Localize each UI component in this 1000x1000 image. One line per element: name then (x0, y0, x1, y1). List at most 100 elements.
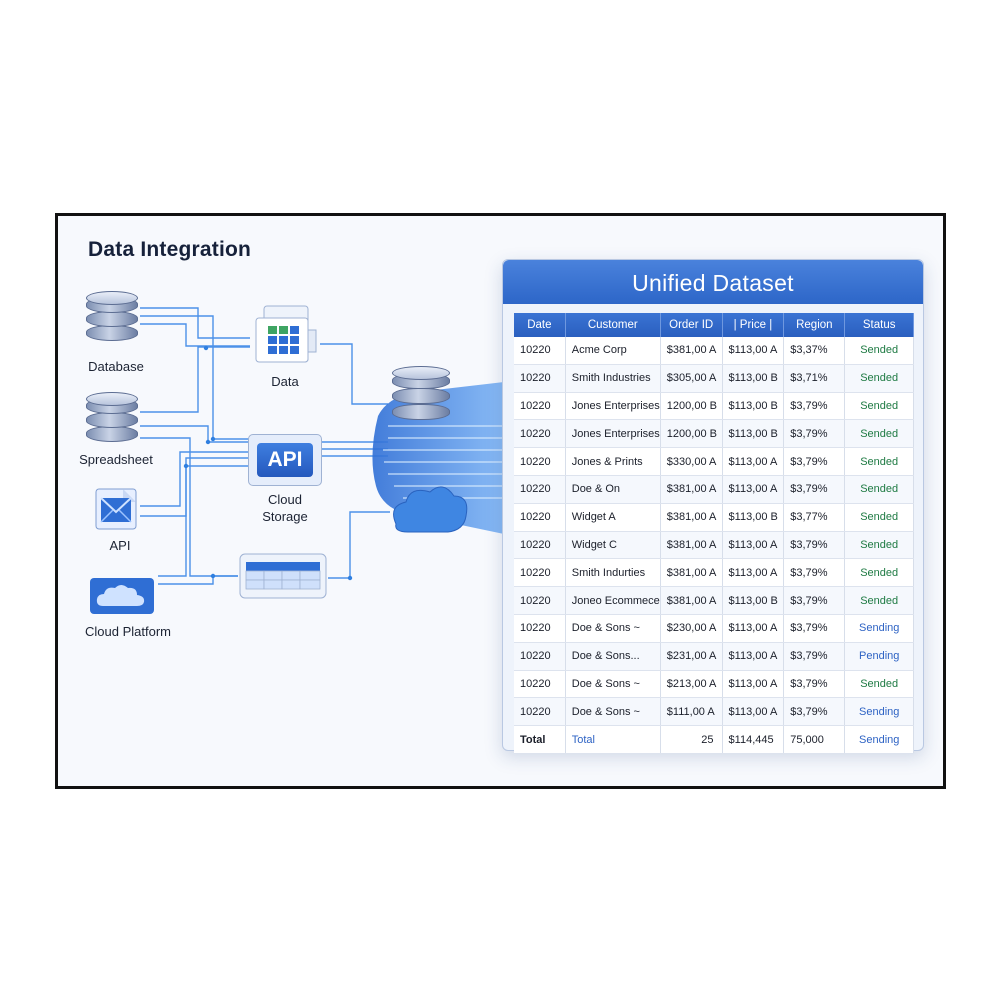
col-order-id[interactable]: Order ID (660, 313, 723, 337)
cell-customer: Acme Corp (565, 337, 661, 365)
cell-price: $113,00 B (722, 392, 785, 421)
cell-customer: Doe & Sons ~ (565, 670, 661, 699)
cell-region: $3,79% (783, 614, 846, 643)
col-status[interactable]: Status (844, 313, 914, 337)
cell-price: $113,00 A (722, 670, 785, 699)
cell-region: $3,79% (783, 447, 846, 476)
node-cloud-storage[interactable]: API Cloud Storage (245, 434, 325, 524)
cell-date: 10220 (514, 670, 566, 699)
database-icon (86, 291, 138, 345)
cell-price: $113,00 B (722, 419, 785, 449)
integration-hub (372, 382, 504, 534)
cloud-icon (393, 486, 468, 533)
cell-date: 10220 (514, 586, 566, 615)
cell-region: 75,000 (783, 725, 846, 754)
cell-price: $113,00 A (722, 558, 785, 588)
cell-status: Sended (844, 447, 914, 476)
cell-customer: Doe & Sons... (565, 642, 661, 671)
table-header-row: Date Customer Order ID | Price | Region … (514, 313, 914, 337)
col-region[interactable]: Region (783, 313, 846, 337)
source-spreadsheet[interactable]: Spreadsheet (79, 392, 153, 467)
cell-date: Total (514, 725, 566, 754)
cell-order-id: 1200,00 B (660, 392, 723, 421)
source-database[interactable]: Database (86, 291, 146, 374)
node-table[interactable] (238, 552, 328, 605)
cell-date: 10220 (514, 419, 566, 449)
cell-customer: Smith Industries (565, 364, 661, 393)
cell-order-id: $381,00 A (660, 586, 723, 615)
cell-order-id: $231,00 A (660, 642, 723, 671)
cell-date: 10220 (514, 642, 566, 671)
wire-spreadsheet-data (140, 346, 250, 413)
cell-price: $113,00 A (722, 531, 785, 560)
cell-date: 10220 (514, 558, 566, 588)
cell-region: $3,79% (783, 558, 846, 588)
wire-cloud-api (158, 465, 253, 577)
cell-status: Sended (844, 558, 914, 588)
cell-customer: Total (565, 725, 661, 754)
cell-price: $114,445 (722, 725, 785, 754)
col-date[interactable]: Date (514, 313, 566, 337)
cell-date: 10220 (514, 531, 566, 560)
cell-customer: Jones & Prints (565, 447, 661, 476)
cell-region: $3,79% (783, 642, 846, 671)
hub-database-icon (392, 366, 450, 424)
dataset-table: Date Customer Order ID | Price | Region … (514, 313, 914, 754)
cell-price: $113,00 A (722, 697, 785, 727)
cell-order-id: $330,00 A (660, 447, 723, 476)
source-api[interactable]: API (90, 486, 142, 553)
wire-database-data-2 (140, 323, 250, 347)
cell-date: 10220 (514, 364, 566, 393)
cell-status: Sended (844, 337, 914, 365)
source-api-label: API (109, 538, 131, 553)
cell-order-id: 25 (660, 725, 723, 754)
cell-order-id: $381,00 A (660, 503, 723, 532)
cell-status: Pending (844, 642, 914, 671)
cell-date: 10220 (514, 614, 566, 643)
cell-date: 10220 (514, 392, 566, 421)
cell-status: Sended (844, 364, 914, 393)
spreadsheet-db-icon (86, 392, 138, 446)
col-customer[interactable]: Customer (565, 313, 661, 337)
cell-price: $113,00 B (722, 503, 785, 532)
cell-customer: Widget A (565, 503, 661, 532)
cell-date: 10220 (514, 475, 566, 504)
cell-order-id: $230,00 A (660, 614, 723, 643)
cell-customer: Smith Indurties (565, 558, 661, 588)
spreadsheet-file-icon (255, 305, 317, 363)
cell-price: $113,00 A (722, 447, 785, 476)
cloud-storage-label-1: Cloud (268, 492, 302, 507)
connection-wires (140, 307, 504, 585)
wire-cloud-grid (158, 575, 238, 585)
wire-api-api (140, 451, 253, 507)
node-data[interactable]: Data (250, 304, 320, 389)
cell-order-id: $305,00 A (660, 364, 723, 393)
col-price[interactable]: | Price | (722, 313, 785, 337)
cell-date: 10220 (514, 447, 566, 476)
cell-customer: Doe & Sons ~ (565, 614, 661, 643)
cell-region: $3,77% (783, 503, 846, 532)
cell-order-id: $381,00 A (660, 531, 723, 560)
cell-customer: Jones Enterprises (565, 419, 661, 449)
cell-order-id: $111,00 A (660, 697, 723, 727)
cell-order-id: $213,00 A (660, 670, 723, 699)
source-cloud-platform[interactable]: Cloud Platform (85, 577, 171, 639)
cell-customer: Jones Enterprises (565, 392, 661, 421)
cell-order-id: $381,00 A (660, 337, 723, 365)
cell-order-id: $381,00 A (660, 558, 723, 588)
